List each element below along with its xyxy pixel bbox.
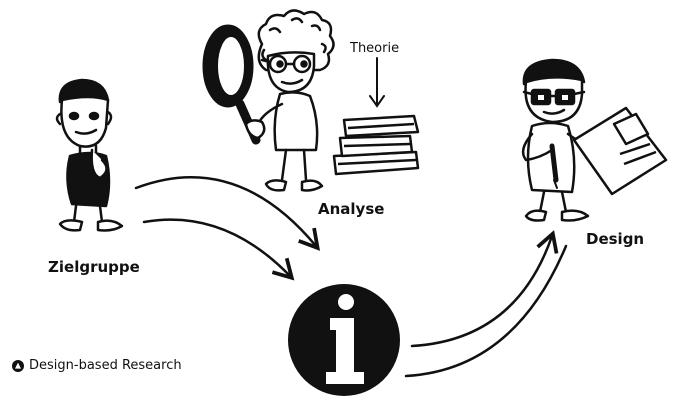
label-design: Design <box>586 230 645 248</box>
flow-arrows <box>134 176 568 378</box>
magnifier-icon <box>202 24 266 145</box>
design-person <box>521 58 594 222</box>
arrow-info-to-design-bottom <box>404 244 568 378</box>
figure-caption: Design-based Research <box>12 358 182 373</box>
triangle-in-circle-icon <box>12 359 24 372</box>
label-zielgruppe: Zielgruppe <box>48 258 140 276</box>
zielgruppe-person <box>55 78 124 232</box>
theorie-arrow <box>369 57 385 108</box>
info-icon <box>288 284 400 396</box>
arrow-zielgruppe-bottom <box>142 218 295 281</box>
drawing-board-icon <box>572 106 668 196</box>
arrow-zielgruppe-top <box>134 176 321 251</box>
label-theorie: Theorie <box>350 41 400 56</box>
books-stack-icon <box>332 114 420 176</box>
arrow-info-to-design-top <box>410 230 559 348</box>
analyse-person <box>256 9 335 192</box>
caption-text: Design-based Research <box>29 358 182 373</box>
label-analyse: Analyse <box>318 200 385 218</box>
